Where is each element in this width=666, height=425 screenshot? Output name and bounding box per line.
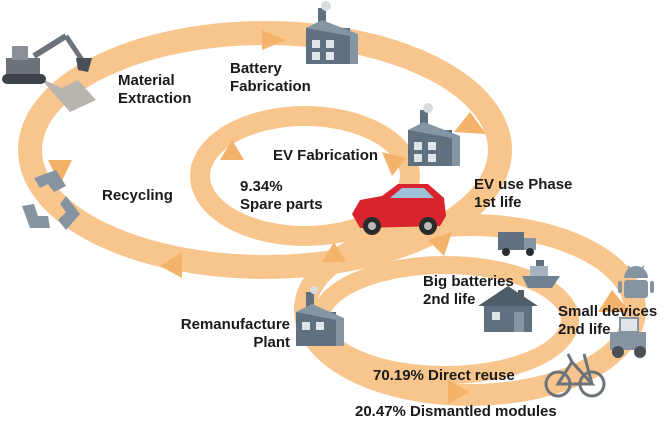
label-ev-use-phase-line1: EV use Phase: [474, 176, 573, 193]
label-spare-parts-percent: 9.34%: [240, 178, 283, 195]
label-material-extraction-line2: Extraction: [118, 90, 192, 107]
bicycle-icon: [544, 353, 606, 398]
arrow-second-bottom: [448, 380, 470, 404]
arrow-outer-top: [262, 30, 286, 50]
label-battery-fabrication: Battery Fabrication: [230, 60, 311, 96]
label-direct-reuse: 70.19% Direct reuse: [373, 367, 515, 384]
arrow-second-right: [598, 290, 630, 312]
label-dismantled-modules: 20.47% Dismantled modules: [355, 403, 557, 420]
arrow-inner-right: [382, 152, 406, 176]
label-big-batteries-line1: Big batteries: [423, 273, 514, 290]
label-ev-use-phase: EV use Phase 1st life: [474, 176, 572, 212]
arrow-second-left: [322, 242, 346, 262]
label-small-devices: Small devices 2nd life: [558, 303, 657, 339]
electric-car-icon: [352, 184, 446, 235]
arrow-inner-left: [220, 140, 244, 160]
inner-loop: [190, 106, 420, 246]
arrow-outer-bottom: [160, 252, 182, 278]
arrow-second-top: [428, 232, 452, 256]
inner-loop-band: [190, 106, 420, 246]
label-small-devices-line2: 2nd life: [558, 321, 611, 338]
battery-factory-icon: [306, 1, 358, 64]
label-remanufacture-plant-line1: Remanufacture: [180, 316, 290, 333]
label-big-batteries-line2: 2nd life: [423, 291, 476, 308]
arrow-outer-right: [454, 112, 486, 134]
android-robot-icon: [618, 265, 654, 298]
label-ev-use-phase-line2: 1st life: [474, 194, 522, 211]
label-remanufacture-plant-line2: Plant: [253, 334, 290, 351]
label-big-batteries: Big batteries 2nd life: [423, 273, 514, 309]
excavator-icon: [2, 33, 96, 112]
recycling-icon: [22, 170, 80, 230]
label-battery-fabrication-line1: Battery: [230, 60, 282, 77]
arrow-outer-left: [48, 160, 72, 185]
label-spare-parts-text: Spare parts: [240, 196, 323, 213]
dirt-pile: [40, 78, 96, 112]
truck-icon: [498, 232, 536, 256]
label-small-devices-line1: Small devices: [558, 303, 658, 320]
house-icon: [478, 286, 538, 332]
label-material-extraction: Material Extraction: [118, 72, 191, 108]
label-remanufacture-plant: Remanufacture Plant: [160, 316, 290, 352]
remanufacture-plant-icon: [296, 286, 344, 346]
ev-factory-icon: [408, 103, 460, 166]
tractor-icon: [610, 317, 646, 358]
label-material-extraction-line1: Material: [118, 72, 175, 89]
label-spare-parts: 9.34% Spare parts: [240, 178, 323, 214]
label-ev-fabrication: EV Fabrication: [273, 147, 379, 164]
label-recycling: Recycling: [102, 187, 173, 204]
label-battery-fabrication-line2: Fabrication: [230, 78, 311, 95]
boat-icon: [522, 260, 560, 288]
loop-arrows: [48, 30, 630, 404]
